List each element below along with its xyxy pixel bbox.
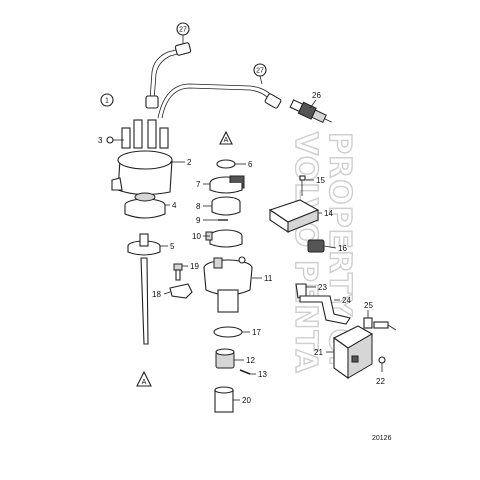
callout-26: 26 bbox=[309, 91, 321, 109]
triangle-label-lower: A bbox=[142, 379, 147, 386]
rotor bbox=[124, 192, 166, 219]
spark-plug bbox=[289, 99, 332, 124]
callout-10: 10 bbox=[192, 232, 201, 241]
callout-16: 16 bbox=[338, 244, 347, 253]
clamp bbox=[169, 283, 193, 299]
callout-7: 7 bbox=[196, 180, 201, 189]
callout-17: 17 bbox=[252, 328, 261, 337]
callout-22: 22 bbox=[376, 377, 385, 386]
callout-23: 23 bbox=[318, 283, 327, 292]
callout-12: 12 bbox=[246, 356, 255, 365]
callout-20: 20 bbox=[242, 396, 251, 405]
triangle-label-upper: A bbox=[224, 137, 229, 144]
bushing bbox=[214, 386, 234, 413]
callout-15: 15 bbox=[316, 176, 325, 185]
circled-label-1: 1 bbox=[100, 93, 114, 107]
circled-label-text: 27 bbox=[256, 68, 264, 75]
ignition-lead-upper bbox=[145, 42, 192, 109]
distributor-cap bbox=[111, 119, 173, 196]
distributor-shaft bbox=[127, 233, 161, 345]
callout-21: 21 bbox=[314, 348, 323, 357]
roll-pin bbox=[239, 369, 251, 375]
reference-triangle-upper: A bbox=[219, 130, 233, 145]
callout-8: 8 bbox=[196, 202, 201, 211]
callout-11: 11 bbox=[264, 274, 273, 283]
coil-screw bbox=[378, 356, 386, 372]
callout-24: 24 bbox=[342, 296, 351, 305]
reference-number: 20126 bbox=[372, 435, 392, 442]
callout-14: 14 bbox=[324, 209, 333, 218]
watermark-line-2: VOLVO PENTA bbox=[288, 132, 323, 374]
ignition-coil bbox=[332, 325, 374, 380]
grease-pad bbox=[307, 239, 325, 253]
callout-13: 13 bbox=[258, 370, 267, 379]
callout-6: 6 bbox=[248, 160, 253, 169]
distributor-housing bbox=[203, 256, 253, 313]
coil-connector bbox=[363, 317, 397, 331]
callout-5: 5 bbox=[170, 242, 175, 251]
circled-label-27-upper: 27 bbox=[176, 22, 190, 44]
clamp-bolt bbox=[173, 263, 183, 281]
circled-label-27-lower: 27 bbox=[253, 63, 267, 85]
cap-screw bbox=[106, 136, 124, 144]
watermark: PROPERTY OF VOLVO PENTA bbox=[287, 131, 357, 377]
ignition-module bbox=[268, 199, 320, 234]
o-ring-large bbox=[213, 326, 243, 338]
drive-gear bbox=[215, 348, 235, 369]
magnetic-pickup bbox=[205, 229, 243, 248]
coil-bracket bbox=[299, 295, 351, 325]
callout-9: 9 bbox=[196, 216, 201, 225]
callouts: 2 3 4 5 6 7 8 9 10 11 12 13 14 15 16 17 … bbox=[98, 136, 385, 405]
pole-piece bbox=[211, 196, 241, 216]
o-ring-small bbox=[216, 159, 236, 169]
callout-2: 2 bbox=[187, 158, 192, 167]
callout-4: 4 bbox=[172, 201, 177, 210]
callout-18: 18 bbox=[152, 290, 161, 299]
pickup-assembly bbox=[209, 175, 245, 194]
callout-3: 3 bbox=[98, 136, 103, 145]
callout-25: 25 bbox=[364, 301, 373, 310]
callout-26-text: 26 bbox=[312, 91, 321, 100]
callout-19: 19 bbox=[190, 262, 199, 271]
circled-label-text: 27 bbox=[179, 27, 187, 34]
ignition-lead-lower bbox=[157, 83, 282, 119]
circled-label-text: 1 bbox=[105, 98, 109, 105]
reference-triangle-lower: A bbox=[136, 370, 152, 387]
module-screw bbox=[299, 175, 306, 196]
